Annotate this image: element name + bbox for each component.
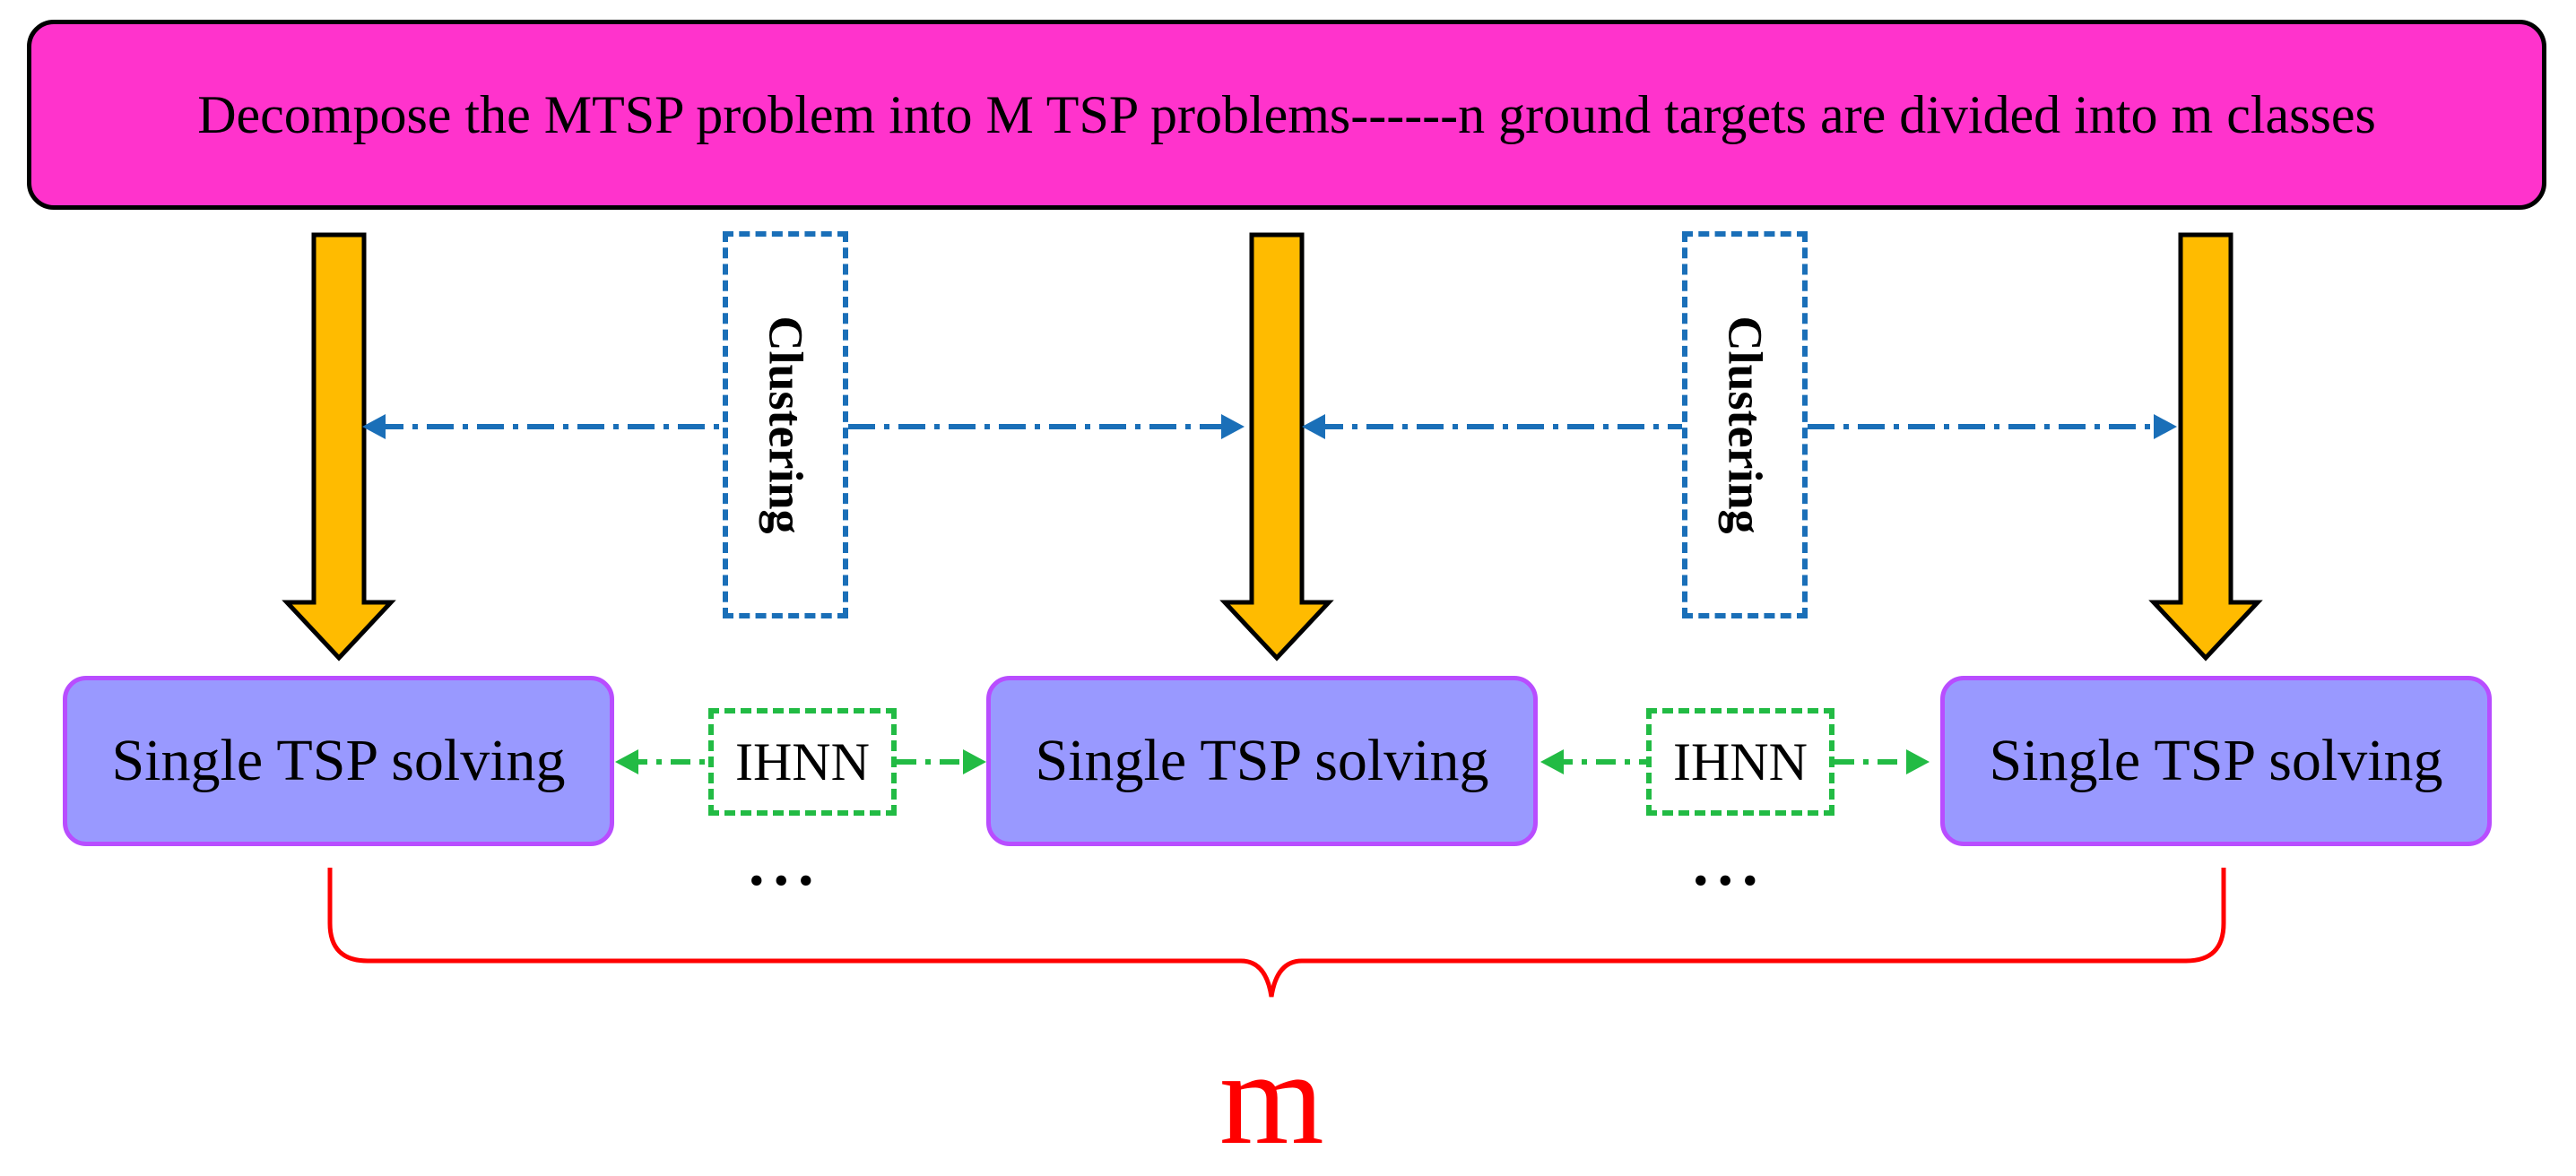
ellipsis-1: ...	[749, 830, 823, 899]
cluster-arrowhead	[1302, 414, 1325, 439]
down-arrow-3	[2148, 232, 2263, 662]
cluster-arrowhead	[1221, 414, 1245, 439]
tsp-solving-box-1: Single TSP solving	[63, 676, 614, 846]
cluster-arrowhead	[362, 414, 386, 439]
tsp-solving-label-1: Single TSP solving	[111, 728, 566, 793]
clustering-box-1: Clustering	[723, 231, 848, 618]
decompose-header-text: Decompose the MTSP problem into M TSP pr…	[197, 84, 2376, 144]
ihnn-label-2: IHNN	[1673, 731, 1808, 791]
down-arrow-2	[1219, 232, 1334, 662]
tsp-solving-box-2: Single TSP solving	[986, 676, 1538, 846]
ihnn-label-1: IHNN	[735, 731, 870, 791]
clustering-label-2: Clustering	[1718, 316, 1772, 534]
grouping-brace	[327, 868, 2226, 998]
clustering-box-2: Clustering	[1682, 231, 1808, 618]
ihnn-box-1: IHNN	[708, 708, 897, 816]
ihnn-arrowhead	[963, 749, 986, 774]
decompose-header-box: Decompose the MTSP problem into M TSP pr…	[27, 20, 2546, 210]
ihnn-arrowhead	[1540, 749, 1564, 774]
down-arrow-1	[282, 232, 396, 662]
tsp-solving-box-3: Single TSP solving	[1940, 676, 2492, 846]
tsp-solving-label-3: Single TSP solving	[1989, 728, 2443, 793]
ihnn-arrowhead	[615, 749, 638, 774]
tsp-solving-label-2: Single TSP solving	[1035, 728, 1489, 793]
ellipsis-2: ...	[1693, 830, 1767, 899]
clustering-label-1: Clustering	[759, 316, 812, 534]
cluster-arrowhead	[2154, 414, 2177, 439]
ihnn-arrowhead	[1906, 749, 1930, 774]
ihnn-box-2: IHNN	[1646, 708, 1834, 816]
brace-label-m: m	[1219, 1024, 1324, 1172]
